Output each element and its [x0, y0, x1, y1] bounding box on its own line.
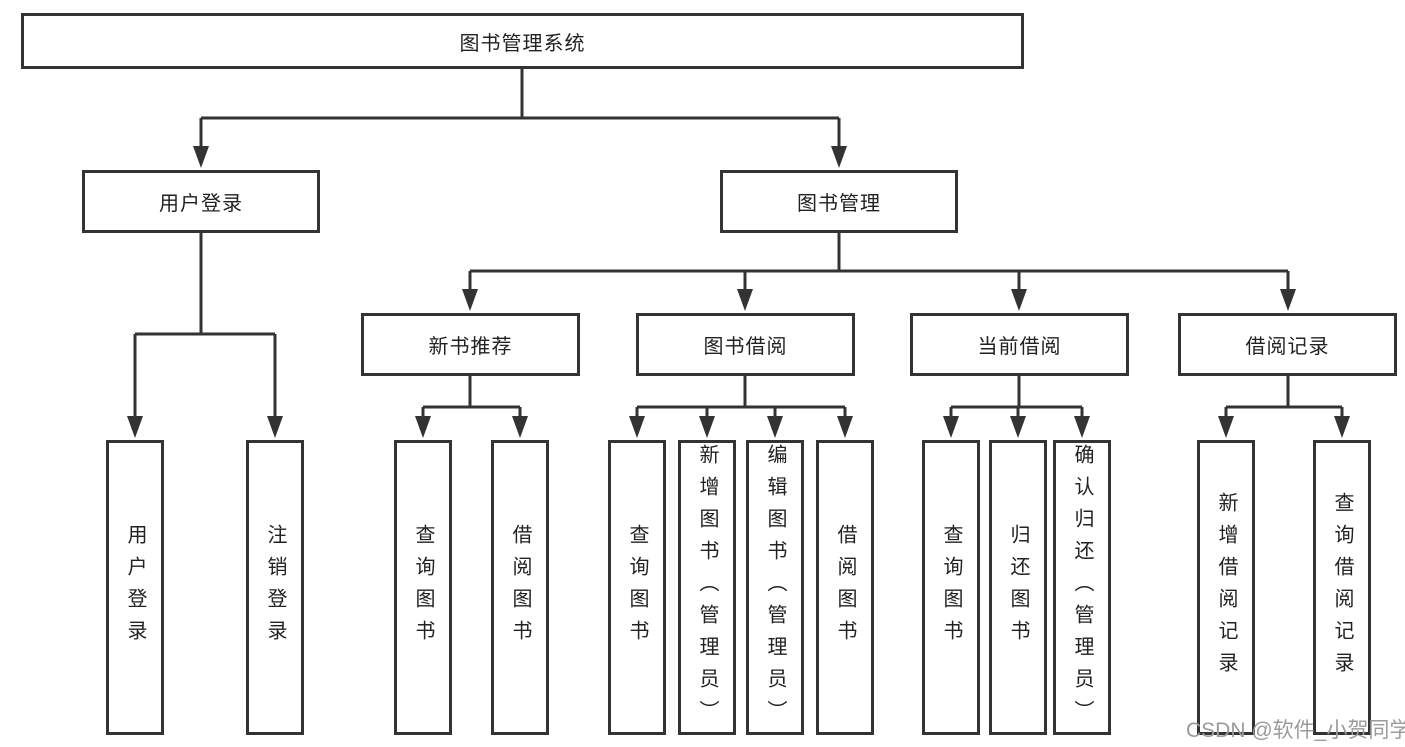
leaf-label: 查询图书: [412, 523, 434, 652]
leaf-label: 用户登录: [124, 523, 146, 652]
leaf-label: 借阅图书: [509, 523, 531, 652]
connector-current-borrowing-to-leaves: [949, 376, 1084, 420]
connector-book-management-to-level2: [468, 233, 1290, 295]
node-label: 图书管理系统: [459, 32, 586, 55]
leaf-label: 确认归还（管理员）: [1071, 443, 1093, 732]
leaf-user-login: 用户登录: [106, 440, 164, 735]
connector-new-book-recommendation-to-leaves: [421, 376, 522, 420]
node-label: 借阅记录: [1245, 336, 1330, 358]
leaf-label: 查询图书: [940, 523, 962, 652]
connector-user-login-to-leaves: [133, 233, 277, 420]
node-label: 图书借阅: [703, 336, 788, 358]
node-book-management: 图书管理: [720, 170, 958, 233]
leaf-confirm-return-admin: 确认归还（管理员）: [1053, 440, 1111, 735]
node-borrowing-records: 借阅记录: [1178, 313, 1397, 376]
leaf-query-books-borrowing: 查询图书: [608, 440, 666, 735]
leaf-borrow-books-borrowing: 借阅图书: [816, 440, 874, 735]
arrowheads: [127, 146, 1350, 438]
leaf-label: 查询借阅记录: [1331, 491, 1353, 684]
connector-root-to-level1: [199, 69, 841, 150]
leaf-label: 编辑图书（管理员）: [764, 443, 786, 732]
leaf-label: 归还图书: [1007, 523, 1029, 652]
node-user-login: 用户登录: [82, 170, 320, 233]
node-book-borrowing: 图书借阅: [636, 313, 855, 376]
leaf-add-book-admin: 新增图书（管理员）: [678, 440, 736, 735]
node-library-management-system: 图书管理系统: [21, 13, 1024, 69]
node-current-borrowing: 当前借阅: [910, 313, 1129, 376]
node-label: 当前借阅: [977, 336, 1062, 358]
leaf-edit-book-admin: 编辑图书（管理员）: [746, 440, 804, 735]
leaf-label: 新增借阅记录: [1215, 491, 1237, 684]
leaf-label: 查询图书: [626, 523, 648, 652]
leaf-query-books-recommendation: 查询图书: [394, 440, 452, 735]
connector-book-borrowing-to-leaves: [635, 376, 847, 420]
leaf-label: 新增图书（管理员）: [696, 443, 718, 732]
leaf-borrow-books-recommendation: 借阅图书: [491, 440, 549, 735]
leaf-label: 借阅图书: [834, 523, 856, 652]
leaf-logout: 注销登录: [246, 440, 304, 735]
node-label: 用户登录: [159, 193, 243, 215]
leaf-label: 注销登录: [264, 523, 286, 652]
node-label: 图书管理: [797, 193, 881, 215]
leaf-query-books-current: 查询图书: [922, 440, 980, 735]
connector-borrowing-records-to-leaves: [1224, 376, 1344, 420]
leaf-return-books: 归还图书: [989, 440, 1047, 735]
node-label: 新书推荐: [428, 336, 513, 358]
node-new-book-recommendation: 新书推荐: [361, 313, 580, 376]
watermark: CSDN @软件_小贺同学: [1186, 719, 1405, 742]
leaf-query-borrow-record: 查询借阅记录: [1313, 440, 1371, 735]
leaf-add-borrow-record: 新增借阅记录: [1197, 440, 1255, 735]
